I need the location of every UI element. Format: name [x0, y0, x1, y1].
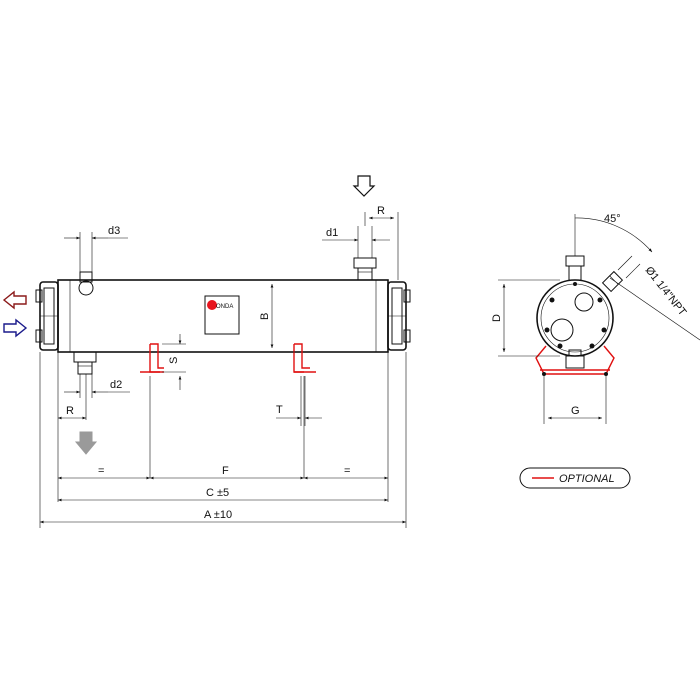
- optional-bracket-right: [293, 343, 316, 373]
- svg-text:R: R: [377, 205, 385, 217]
- svg-text:A ±10: A ±10: [204, 509, 232, 521]
- dim-t: T: [276, 376, 322, 426]
- dim-r-top: R: [364, 205, 399, 280]
- dim-d2: d2: [64, 374, 130, 398]
- brand-plate: ONDA: [204, 295, 240, 335]
- svg-text:d1: d1: [326, 227, 338, 239]
- svg-text:d2: d2: [110, 379, 122, 391]
- dim-c: C ±5: [58, 487, 388, 502]
- outlet-nozzle: [73, 351, 97, 375]
- vent-nozzle: [78, 271, 94, 296]
- lower-port: [550, 318, 574, 342]
- shell-body: [57, 279, 389, 353]
- svg-text:45°: 45°: [604, 213, 621, 225]
- optional-bracket-left: [140, 343, 164, 373]
- left-end-cap: [35, 281, 59, 351]
- dim-thread: Ø1 1/4"NPT: [609, 255, 700, 341]
- svg-text:Ø1 1/4"NPT: Ø1 1/4"NPT: [643, 264, 689, 318]
- svg-text:G: G: [571, 405, 580, 417]
- optional-label: OPTIONAL: [559, 473, 615, 485]
- hot-flow-arrow: [2, 290, 27, 310]
- upper-port: [574, 292, 594, 312]
- dim-g: G: [543, 376, 607, 424]
- right-end-cap: [387, 281, 411, 351]
- dim-s: S: [162, 334, 186, 390]
- svg-text:R: R: [66, 405, 74, 417]
- svg-text:B: B: [259, 313, 271, 320]
- dim-angle: 45°: [574, 213, 653, 256]
- inlet-nozzle: [353, 257, 377, 281]
- dim-r-bottom: R: [58, 405, 86, 420]
- dim-f-chain: = F =: [58, 465, 388, 480]
- svg-text:=: =: [344, 465, 350, 477]
- dim-d: D: [491, 279, 560, 357]
- end-flange: [536, 279, 614, 357]
- dim-d1: d1: [322, 226, 390, 258]
- svg-text:D: D: [491, 314, 503, 322]
- svg-text:S: S: [168, 357, 180, 364]
- svg-text:F: F: [222, 465, 229, 477]
- optional-legend: OPTIONAL: [519, 467, 631, 489]
- dim-d3: d3: [64, 225, 128, 272]
- drain-arrow-icon: [74, 431, 98, 455]
- inlet-arrow-icon: [352, 175, 376, 197]
- svg-text:T: T: [276, 404, 283, 416]
- svg-text:C ±5: C ±5: [206, 487, 229, 499]
- svg-text:=: =: [98, 465, 104, 477]
- svg-text:d3: d3: [108, 225, 120, 237]
- dim-b: B: [259, 279, 300, 353]
- end-view: D G 45° Ø1 1/4"NPT OPTIONAL: [491, 213, 700, 489]
- cold-flow-arrow: [3, 318, 28, 338]
- dim-a: A ±10: [40, 509, 406, 524]
- side-view: ONDA: [2, 175, 411, 528]
- brand-name: ONDA: [216, 304, 233, 310]
- brand-dot: [207, 300, 217, 310]
- side-fitting: [601, 270, 624, 293]
